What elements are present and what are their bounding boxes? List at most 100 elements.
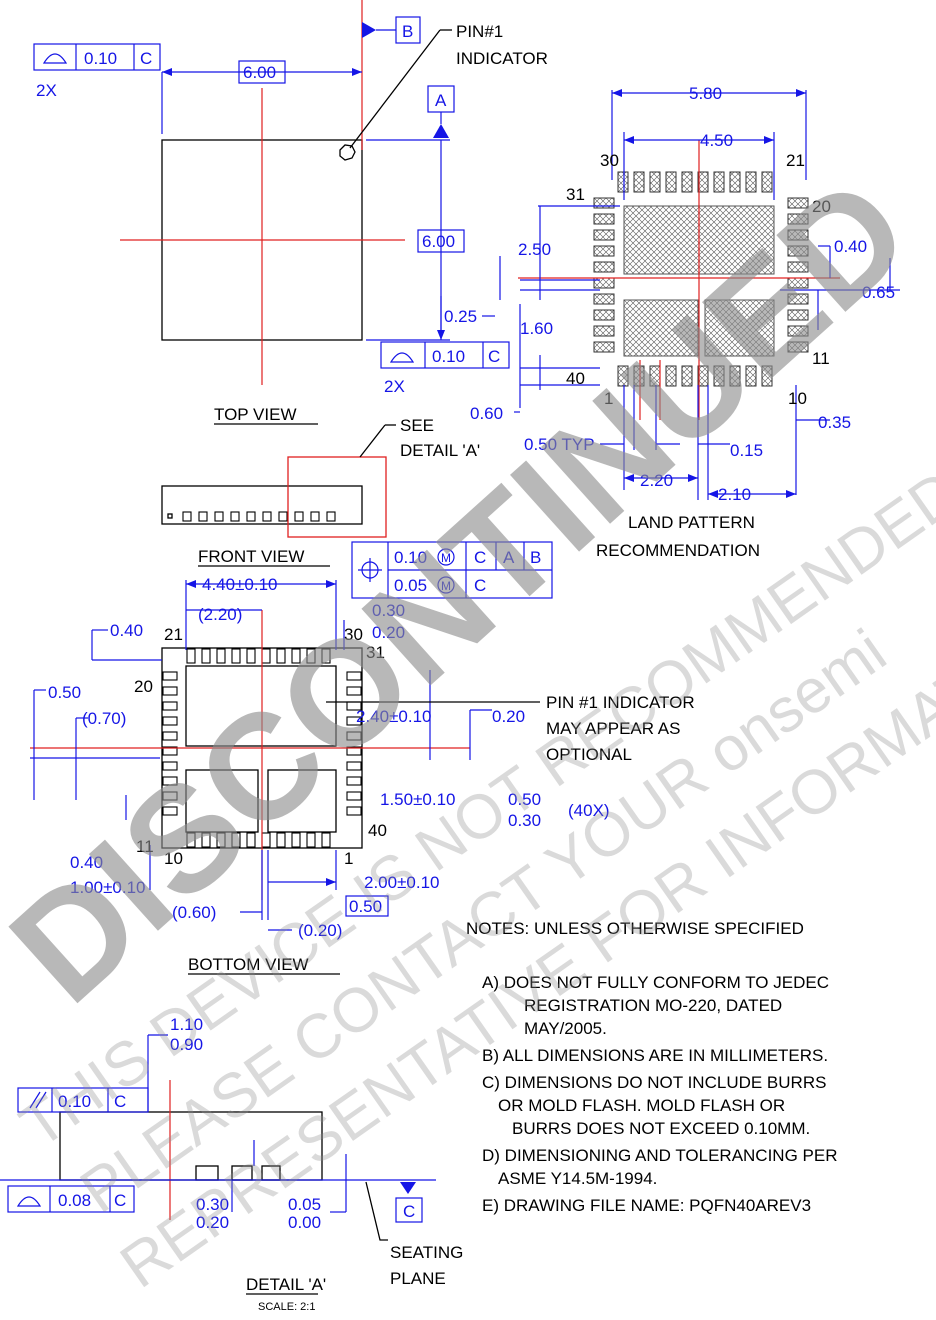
bv-pin-pad-left [162,806,178,816]
fv-lead [214,511,224,522]
fv-lead [278,511,288,522]
svg-text:11: 11 [812,349,830,368]
dim-top-offset: 0.25 [444,307,477,326]
lp-pin-pad-left [593,309,615,321]
bv-pin-pad-top [186,648,196,664]
svg-text:21: 21 [786,151,805,170]
svg-text:M: M [441,579,451,593]
fv-lead [310,511,320,522]
svg-text:MAY/2005.: MAY/2005. [524,1019,607,1038]
da-dim-090: 0.90 [170,1035,203,1054]
bv-pin-pad-bottom [321,832,331,848]
lp-pin-pads [593,171,809,387]
lp-pin-pad-bottom [713,365,725,387]
svg-text:21: 21 [164,625,183,644]
bv-dim-220: (2.20) [198,605,242,624]
svg-text:0.08: 0.08 [58,1191,91,1210]
fv-lead [182,511,192,522]
bv-pin-pad-top [216,648,226,664]
svg-text:40: 40 [566,369,585,388]
notes-title: NOTES: UNLESS OTHERWISE SPECIFIED [466,919,804,938]
pin1-optional-3: OPTIONAL [546,745,632,764]
flatness-frame-detail: 0.08 C [7,1185,135,1213]
bv-dim-040: 0.40 [110,621,143,640]
da-dim-110: 1.10 [170,1015,203,1034]
flatness-frame-right: 0.10 C 2X [380,341,510,396]
lp-pin-pad-bottom [745,365,757,387]
bv-pin-pad-left [162,776,178,786]
lp-dim-035: 0.35 [818,413,851,432]
lp-dim-040: 0.40 [834,237,867,256]
bv-dim-150: 1.50±0.10 [380,790,456,809]
lp-pin-pad-top [745,171,757,193]
bv-pin-pad-right [346,731,362,741]
svg-text:2X: 2X [384,377,405,396]
bv-pin-pad-bottom [216,832,226,848]
lp-pin-pad-right [787,341,809,353]
lp-dim-250: 2.50 [518,240,551,259]
bv-pin-pad-bottom [306,832,316,848]
svg-text:20: 20 [812,197,831,216]
detail-a-box [287,456,387,538]
lp-pin-pad-bottom [681,365,693,387]
bv-dim-040b: 0.40 [70,853,103,872]
lp-pin-pad-left [593,293,615,305]
dim-top-height: 6.00 [422,232,455,251]
bv-pin-pad-right [346,776,362,786]
fv-lead [262,511,272,522]
svg-text:30: 30 [344,625,363,644]
seating-plane-1: SEATING [390,1243,463,1262]
lp-dim-450: 4.50 [700,131,733,150]
bv-dim-020a: 0.20 [372,623,405,642]
bv-dim-030b: 0.30 [508,811,541,830]
bv-pin-pad-bottom [246,832,256,848]
front-view-body [161,485,363,525]
bottom-view-title: BOTTOM VIEW [188,955,309,974]
bv-pin-pad-top [291,648,301,664]
detail-a-scale: SCALE: 2:1 [258,1301,315,1313]
bv-dim-020c: (0.20) [298,921,342,940]
bv-pin-pad-bottom [276,832,286,848]
lp-dim-pitch: 0.50 TYP [524,435,595,454]
bv-dim-pitch: 0.50 [349,897,382,916]
pin1-optional-1: PIN #1 INDICATOR [546,693,695,712]
front-view: SEE DETAIL 'A' FRONT VIEW [161,416,480,567]
lp-pin-pad-bottom [617,365,629,387]
bv-dim-440: 4.40±0.10 [202,575,278,594]
lp-pin-pad-top [633,171,645,193]
bv-dim-050b: 0.50 [508,790,541,809]
bv-dim-060: (0.60) [172,903,216,922]
see-detail-1: SEE [400,416,434,435]
parallelism-frame: 0.10 C [17,1087,149,1113]
svg-text:0.10: 0.10 [84,49,117,68]
bv-pin-pad-right [346,746,362,756]
bv-dim-030a: 0.30 [372,601,405,620]
land-pattern-title-2: RECOMMENDATION [596,541,760,560]
lp-pin-pad-right [787,245,809,257]
parallel-icon [29,1091,41,1109]
lp-pin-pad-bottom [665,365,677,387]
lp-pin-pad-top [649,171,661,193]
bottom-view: 4.40±0.10 (2.20) 0.30 0.20 0.40 0.50 (0.… [30,575,695,975]
bv-pin-pad-bottom [201,832,211,848]
svg-text:30: 30 [600,151,619,170]
bv-pin-pad-top [246,648,256,664]
bv-pin-pad-left [162,701,178,711]
lp-pin-pad-right [787,261,809,273]
lp-pin-pad-left [593,325,615,337]
fv-lead [326,511,336,522]
lp-dim-065: 0.65 [862,283,895,302]
bv-pin-pad-right [346,671,362,681]
bv-pin-pad-right [346,686,362,696]
bv-pin-pad-left [162,746,178,756]
bv-dim-240: 2.40±0.10 [356,707,432,726]
lp-dim-015: 0.15 [730,441,763,460]
svg-text:0.10: 0.10 [58,1092,91,1111]
lp-pin-pad-top [617,171,629,193]
datum-a-triangle-icon [433,124,449,138]
svg-text:D) DIMENSIONING AND TOLERANCI: D) DIMENSIONING AND TOLERANCING PER [482,1146,837,1165]
svg-text:0.10: 0.10 [394,548,427,567]
bv-dim-40x: (40X) [568,801,610,820]
bv-pin-pad-top [321,648,331,664]
svg-text:B) ALL DIMENSIONS ARE IN MILL: B) ALL DIMENSIONS ARE IN MILLIMETERS. [482,1046,828,1065]
